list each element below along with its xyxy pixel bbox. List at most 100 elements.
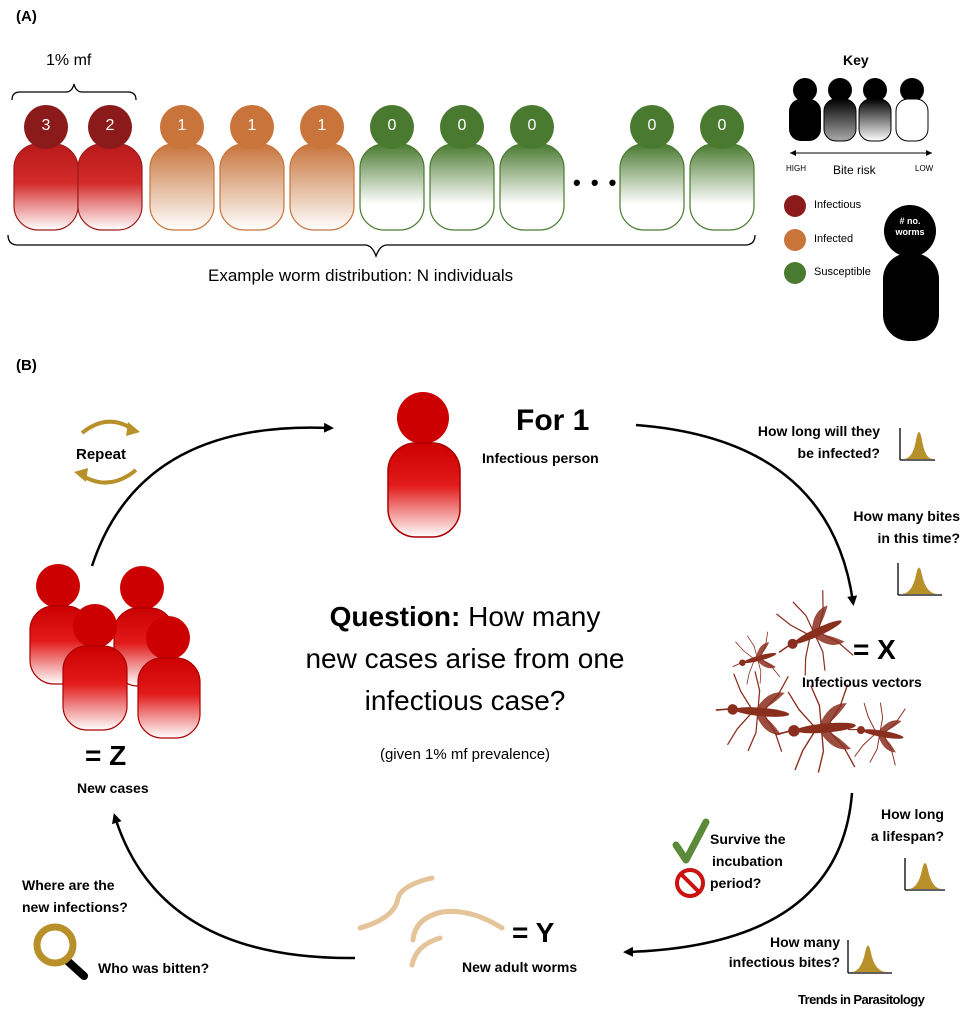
panel-b-label: (B) [16,357,37,374]
person-body [619,143,685,231]
legend-infectious: Infectious [814,199,862,211]
worm-count-label: 1 [177,117,187,134]
question-survive: Survive the incubation period? [710,828,785,894]
worm-count-label: 0 [647,117,657,134]
mosquito [776,590,854,676]
equals-y: = Y [512,917,555,948]
q-bites-line2: in this time? [877,530,960,546]
worm-count-label: 0 [387,117,397,134]
arrow-to-vectors [635,423,858,606]
worm-badge-line2: worms [895,227,925,237]
worm-count-label: 3 [41,117,51,134]
mosquito-swarm [715,590,906,773]
distribution-brace [7,234,756,258]
question-infectious-bites: How many infectious bites? [680,932,840,972]
q-bites-line1: How many bites [853,508,960,524]
key-title: Key [843,52,869,68]
worm-count-label: 0 [527,117,537,134]
distribution-icon-infectious-bites [847,940,892,974]
worm-count-label: 0 [457,117,467,134]
survive-line3: period? [710,875,762,891]
q-duration-line1: How long will they [757,423,880,439]
person-head [300,105,344,149]
person-head [510,105,554,149]
worm-badge-line1: # no. [899,216,921,226]
person-head [370,105,414,149]
person-body [359,143,425,231]
question-lifespan: How long a lifespan? [820,803,944,847]
q-lifespan-line1: How long [881,806,944,822]
ellipsis: • • • [573,170,619,195]
equals-x: = X [853,634,896,665]
people-row [13,105,755,231]
bite-risk-low: LOW [915,164,934,173]
person-body [77,143,143,231]
arrow-to-index-case [90,422,334,567]
person-head [160,105,204,149]
worm-count-label: 0 [717,117,727,134]
legend-susceptible: Susceptible [814,266,871,278]
survive-line1: Survive the [710,831,786,847]
question-duration: How long will they be infected? [700,420,880,464]
worms-label: New adult worms [462,959,578,975]
distribution-icon-lifespan [904,858,945,891]
person-head [230,105,274,149]
q-lifespan-line2: a lifespan? [870,828,944,844]
survive-line2: incubation [712,853,783,869]
mf-brace-label: 1% mf [46,52,92,69]
who-bitten: Who was bitten? [98,960,210,976]
bite-risk-label: Bite risk [833,163,876,177]
mosquito [715,671,790,752]
mf-brace [11,83,137,101]
repeat-label: Repeat [76,446,127,463]
q-where-line1: Where are the [22,877,115,893]
legend-dot-infected [784,229,806,251]
person-body [149,143,215,231]
panel-a-label: (A) [16,8,37,25]
magnifier-icon [33,923,88,980]
question-note: (given 1% mf prevalence) [379,746,551,763]
arrow-to-new-cases [112,813,356,960]
mosquito [732,631,781,685]
adult-worms [357,875,505,968]
distribution-caption: Example worm distribution: N individuals [208,266,514,285]
question-line1: How many [460,601,601,632]
worm-badge-text: # no. worms [884,216,936,238]
person-head [24,105,68,149]
q-duration-line2: be infected? [797,445,880,461]
distribution-icon-duration [899,428,935,461]
central-question: Question: How many new cases arise from … [240,596,690,722]
vectors-label: Infectious vectors [802,674,922,690]
equals-z: = Z [85,740,127,771]
q-where-line2: new infections? [22,899,128,915]
q-inf-bites-line1: How many [769,934,840,950]
worm-count-label: 1 [317,117,327,134]
index-infectious-person [387,392,461,538]
arrow-to-worms [623,792,854,957]
mosquito [848,702,906,766]
person-body [13,143,79,231]
worm-count-label: 1 [247,117,257,134]
new-cases-label: New cases [77,780,149,796]
worm-count-label: 2 [105,117,115,134]
question-bites: How many bites in this time? [760,505,960,549]
prohibited-icon [675,868,705,898]
person-body [689,143,755,231]
q-inf-bites-line2: infectious bites? [728,954,840,970]
for1-subtitle: Infectious person [482,450,599,466]
person-body [289,143,355,231]
person-head [440,105,484,149]
distribution-icon-bites [897,563,942,596]
person-head [630,105,674,149]
journal-credit: Trends in Parasitology [798,992,925,1007]
key-figures [789,78,929,142]
legend-dot-infectious [784,195,806,217]
person-body [219,143,285,231]
new-cases-group [29,564,201,739]
person-body [499,143,565,231]
legend-dot-susceptible [784,262,806,284]
question-line3: infectious case? [364,685,566,716]
person-head [700,105,744,149]
question-bold: Question: [329,601,461,632]
